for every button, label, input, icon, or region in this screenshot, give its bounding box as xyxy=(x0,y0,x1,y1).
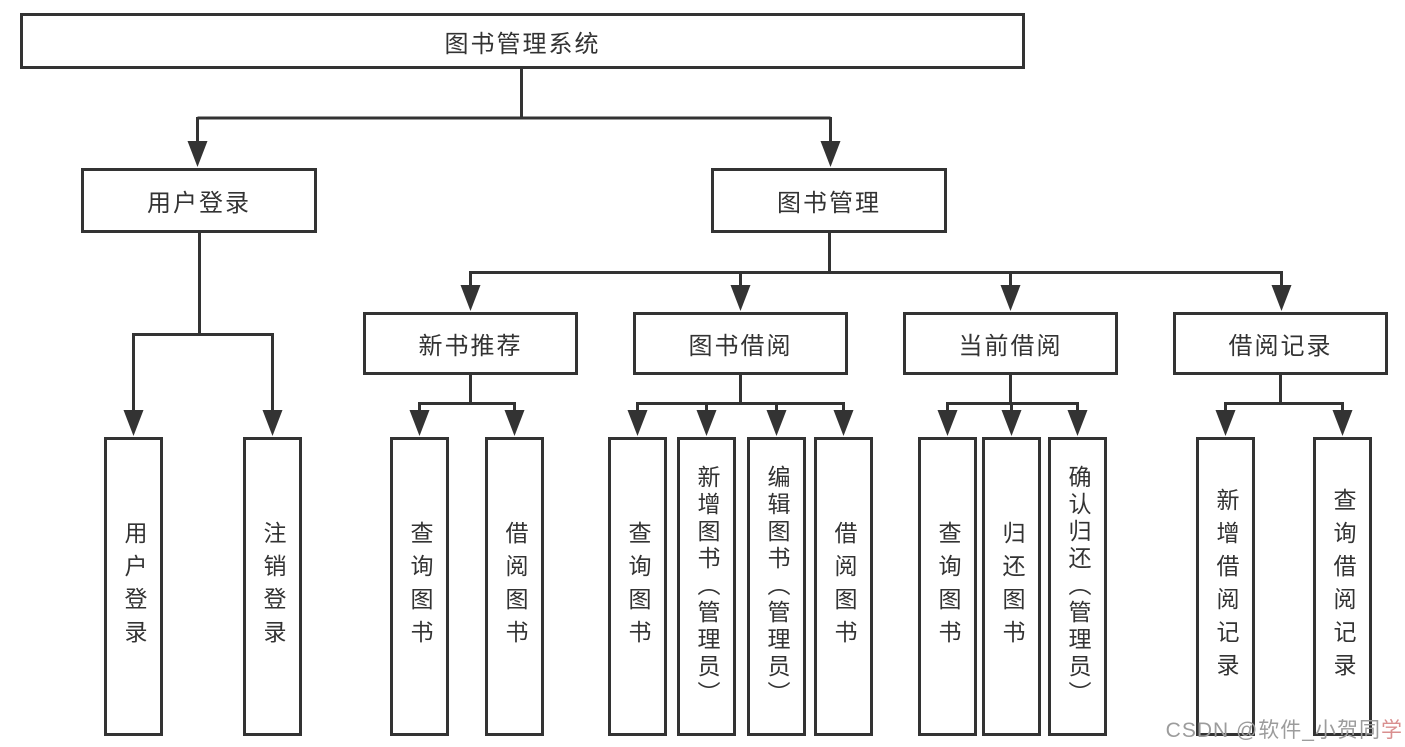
watermark-text: CSDN @软件_小贺同 xyxy=(1165,719,1381,742)
node-label: 新书推荐 xyxy=(418,333,523,360)
leaf-query-books-recommend: 查询图书 xyxy=(390,437,449,736)
node-user-login-branch: 用户登录 xyxy=(81,168,317,233)
leaf-user-login: 用户登录 xyxy=(104,437,163,736)
node-book-borrowing: 图书借阅 xyxy=(633,312,848,375)
leaf-query-books-current: 查询图书 xyxy=(918,437,977,736)
leaf-add-borrow-record: 新增借阅记录 xyxy=(1196,437,1255,736)
leaf-add-books-admin: 新增图书（管理员） xyxy=(677,437,736,736)
leaf-query-books-borrowing: 查询图书 xyxy=(608,437,667,736)
node-label: 借阅记录 xyxy=(1228,333,1333,360)
watermark-text-highlight: 学 xyxy=(1381,719,1403,742)
node-label: 图书借阅 xyxy=(688,333,793,360)
node-label: 图书管理 xyxy=(777,190,881,217)
node-current-borrowing: 当前借阅 xyxy=(903,312,1118,375)
node-label: 图书管理系统 xyxy=(444,30,601,58)
leaf-borrow-books-borrowing: 借阅图书 xyxy=(814,437,873,736)
csdn-watermark: CSDN @软件_小贺同学 xyxy=(1166,714,1403,744)
node-label: 用户登录 xyxy=(147,190,251,217)
leaf-query-borrow-record: 查询借阅记录 xyxy=(1313,437,1372,736)
leaf-edit-books-admin: 编辑图书（管理员） xyxy=(747,437,806,736)
node-label: 当前借阅 xyxy=(958,333,1063,360)
node-new-book-recommendation: 新书推荐 xyxy=(363,312,578,375)
node-borrowing-records: 借阅记录 xyxy=(1173,312,1388,375)
leaf-logout: 注销登录 xyxy=(243,437,302,736)
leaf-borrow-books-recommend: 借阅图书 xyxy=(485,437,544,736)
leaf-confirm-return-admin: 确认归还（管理员） xyxy=(1048,437,1107,736)
node-book-management-branch: 图书管理 xyxy=(711,168,947,233)
node-library-management-system: 图书管理系统 xyxy=(20,13,1025,69)
leaf-return-books: 归还图书 xyxy=(982,437,1041,736)
